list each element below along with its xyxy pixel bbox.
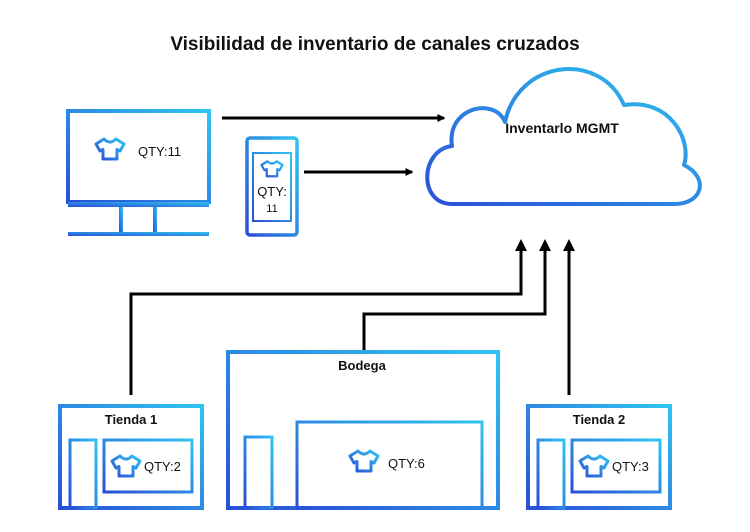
shirt-icon <box>348 449 380 473</box>
store-1-window <box>102 438 194 494</box>
list-icon <box>536 150 585 178</box>
warehouse-qty: QTY:6 <box>388 456 425 471</box>
store-1-frame <box>58 404 204 510</box>
phone-screen <box>252 152 292 222</box>
store-1-door <box>68 438 98 510</box>
mobile-phone: QTY: 11 <box>245 136 299 237</box>
store-2-label: Tienda 2 <box>573 412 626 427</box>
store-2-qty: QTY:3 <box>612 459 649 474</box>
desktop-monitor: QTY:11 <box>66 109 211 236</box>
desktop-qty: QTY:11 <box>138 144 181 159</box>
inventory-cloud: Inventarlo MGMT <box>425 67 702 206</box>
store-2-door <box>536 438 566 510</box>
store-1-label: Tienda 1 <box>105 412 158 427</box>
store-2: Tienda 2 QTY:3 <box>526 404 672 510</box>
warehouse-door <box>243 435 274 510</box>
store-1-qty: QTY:2 <box>144 459 181 474</box>
warehouse-arrow <box>362 239 551 350</box>
mobile-qty-line1: QTY: <box>257 184 287 199</box>
shirt-icon <box>110 454 142 478</box>
store-2-window <box>570 438 662 494</box>
warehouse-window <box>295 420 484 510</box>
cloud-label: Inventarlo MGMT <box>505 120 619 136</box>
warehouse-frame <box>226 350 500 510</box>
shirt-icon <box>260 160 284 178</box>
phone-body <box>245 136 299 237</box>
diagram-title: Visibilidad de inventario de canales cru… <box>170 34 579 55</box>
monitor-stand-right <box>153 207 157 233</box>
store-1: Tienda 1 QTY:2 <box>58 404 204 510</box>
warehouse: Bodega QTY:6 <box>226 350 500 510</box>
shirt-icon <box>94 137 126 161</box>
monitor-stand-left <box>119 207 123 233</box>
shirt-icon <box>578 454 610 478</box>
mobile-qty-line2: 11 <box>266 203 277 215</box>
monitor-bezel <box>68 202 209 207</box>
store-1-arrow <box>129 239 527 395</box>
cloud-shape <box>425 67 702 206</box>
store-2-frame <box>526 404 672 510</box>
warehouse-label: Bodega <box>338 358 386 373</box>
monitor-base <box>68 232 209 236</box>
